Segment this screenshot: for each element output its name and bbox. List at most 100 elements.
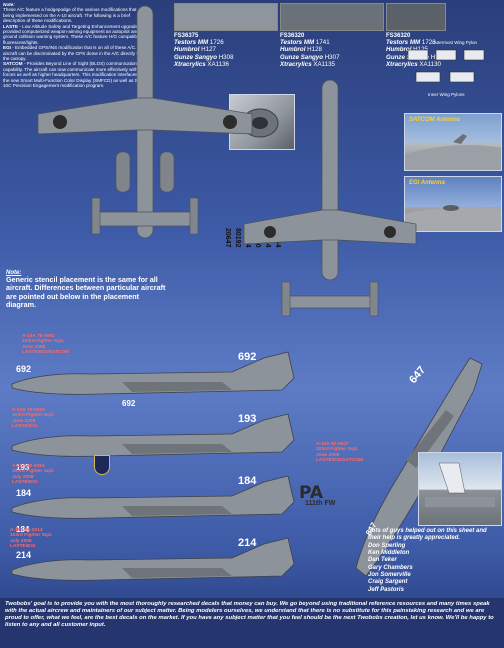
roundel-right-shape (223, 115, 237, 129)
gps-dome-shape (443, 205, 459, 211)
credit-name: Don Sperling (368, 542, 406, 549)
tailplane-shape (285, 295, 375, 309)
roundel-left-shape (264, 226, 276, 238)
info-date: July 2008 (12, 474, 34, 480)
fin-right-shape (369, 281, 379, 317)
squadron-badge (94, 455, 110, 475)
humbrol-value: H127 (201, 46, 216, 54)
info-serial: A-10A 80-0184 (12, 464, 45, 469)
note-label: Note: (6, 270, 22, 276)
gunze-label: Gunze Sangyo (280, 53, 323, 61)
info-mods: LASTE/EGI/SATCOM (316, 457, 364, 463)
egi-text: - Embedded GPS/INS modification that is … (3, 45, 151, 62)
info-mods: LASTE/EGI (12, 479, 38, 485)
aircraft-info-4: A-10A 80-0214 103rd Fighter Sqd. July 20… (10, 528, 52, 549)
credit-name: Gary Chambers (368, 564, 413, 571)
note-text: Generic stencil placement is the same fo… (6, 275, 166, 309)
testors-label: Testors MM (174, 39, 209, 46)
tail-number: 193 (238, 413, 256, 425)
testors-value: 1741 (315, 39, 330, 46)
fin-left-shape (91, 197, 101, 235)
swatch-chip (174, 3, 278, 31)
xtra-value: XA1130 (419, 61, 441, 69)
info-squadron: 103rd Fighter Sqd. (10, 533, 53, 539)
humbrol-value: H128 (307, 46, 322, 54)
egi-label: EGI (3, 45, 11, 51)
egi-photo: EGI Antenna (404, 176, 502, 232)
gunze-label: Gunze Sangyo (174, 53, 217, 61)
gunze-label: Gunze Sangyo (386, 53, 429, 61)
pylon-shape (449, 71, 475, 83)
satcom-photo: SATCOM Antenna (404, 113, 502, 171)
testors-label: Testors MM (386, 39, 421, 46)
serial-number: 80192 (234, 228, 241, 248)
swatch-2: FS36320 Testors MM 1741 Humbrol H128 Gun… (280, 3, 384, 69)
fuselage-shape (321, 79, 339, 281)
laste-text: - Low Altitude Safety and Targeting Enha… (3, 23, 143, 45)
swatch-3: FS36320 Testors MM 1723 Humbrol H125 Gun… (386, 3, 446, 69)
aircraft-info-2: A-10A 79-0193 103rd Fighter Sqd. June 20… (12, 408, 54, 429)
pylon-shape (407, 49, 429, 61)
roundel-right-shape (384, 226, 396, 238)
info-serial: A-10A 82-0647 (316, 442, 349, 447)
info-squadron: 103rd Fighter Sqd. (12, 469, 55, 475)
aircraft-number: 184 (16, 488, 31, 498)
tail-code-letters: PA (299, 483, 324, 503)
testors-value: 1726 (209, 39, 224, 46)
satcom-photo-art (405, 134, 501, 170)
side-aircraft-info: A-10A 82-0647 103rd Fighter Sqd. June 20… (316, 442, 363, 463)
pylon-diagram: Outermost Wing Pylon Inner Wing Pylons (407, 40, 485, 97)
fin-right-shape (189, 197, 199, 235)
fuselage-shape (405, 207, 501, 231)
antenna-shape (453, 134, 467, 144)
credit-name: Jon Somerville (368, 571, 411, 578)
ground-photo-art (425, 462, 495, 507)
aircraft-profile-3: 184 184 184 (11, 475, 295, 534)
pylon-shape (463, 49, 485, 61)
humbrol-label: Humbrol (280, 46, 306, 54)
info-squadron: 103rd Fighter Sqd. (316, 447, 359, 453)
credit-name: Jeff Pastoris (368, 586, 404, 593)
pylon-shape (435, 49, 457, 61)
humbrol-label: Humbrol (386, 46, 412, 54)
humbrol-label: Humbrol (174, 46, 200, 54)
gunze-value: H308 (218, 53, 234, 61)
aircraft-number: 193 (16, 463, 30, 472)
footer: Twobobs' goal is to provide you with the… (0, 598, 504, 648)
aircraft-profile-4: 214 214 (11, 537, 295, 581)
wing-shape (122, 506, 232, 516)
intro-text: Note: These A/C feature a hodgepodge of … (3, 2, 153, 89)
satcom-text: - Provides Beyond Line of Sight (BLOS) c… (3, 61, 153, 89)
credits-intro: Lots of guys helped out on this sheet an… (368, 528, 487, 542)
gunze-value: H307 (324, 53, 340, 61)
outer-pylon-label: Outermost Wing Pylon (432, 40, 478, 45)
aircraft-number: 692 (16, 364, 31, 374)
roundel-left-shape (53, 115, 67, 129)
tail-number: 647 (407, 364, 428, 386)
swatch-fs: FS36320 (280, 33, 305, 39)
aircraft-profile-1: 692 692 692 (11, 351, 295, 408)
info-date: July 2008 (10, 538, 32, 544)
tail-fin-shape (438, 462, 466, 494)
fuselage-shape (425, 497, 495, 507)
fuselage-shape (405, 145, 501, 170)
engine-left-shape (115, 151, 131, 193)
footer-text: Twobobs' goal is to provide you with the… (5, 601, 494, 628)
info-mods: LASTE/EGI (10, 543, 36, 549)
credit-name: Craig Sargent (368, 579, 408, 586)
satcom-caption: SATCOM Antenna (409, 117, 460, 123)
wing-shape (122, 444, 232, 454)
info-date: June 2008 (22, 344, 46, 350)
aircraft-info-3: A-10A 80-0184 103rd Fighter Sqd. July 20… (12, 464, 54, 485)
ground-photo (418, 452, 502, 526)
paint-swatches: FS36375 Testors MM 1726 Humbrol H127 Gun… (174, 3, 504, 83)
swatch-1: FS36375 Testors MM 1726 Humbrol H127 Gun… (174, 3, 278, 69)
info-squadron: 103rd Fighter Sqd. (22, 339, 65, 345)
satcom-label: SATCOM (3, 61, 23, 67)
tail-number: 692 (238, 351, 256, 363)
tail-number: 214 (238, 537, 257, 549)
wing-shape (122, 382, 232, 392)
info-mods: LASTE/EGI/SATCOM (22, 349, 70, 355)
swatch-chip (386, 3, 446, 31)
inner-pylon-label: Inner Wing Pylons (428, 92, 465, 97)
